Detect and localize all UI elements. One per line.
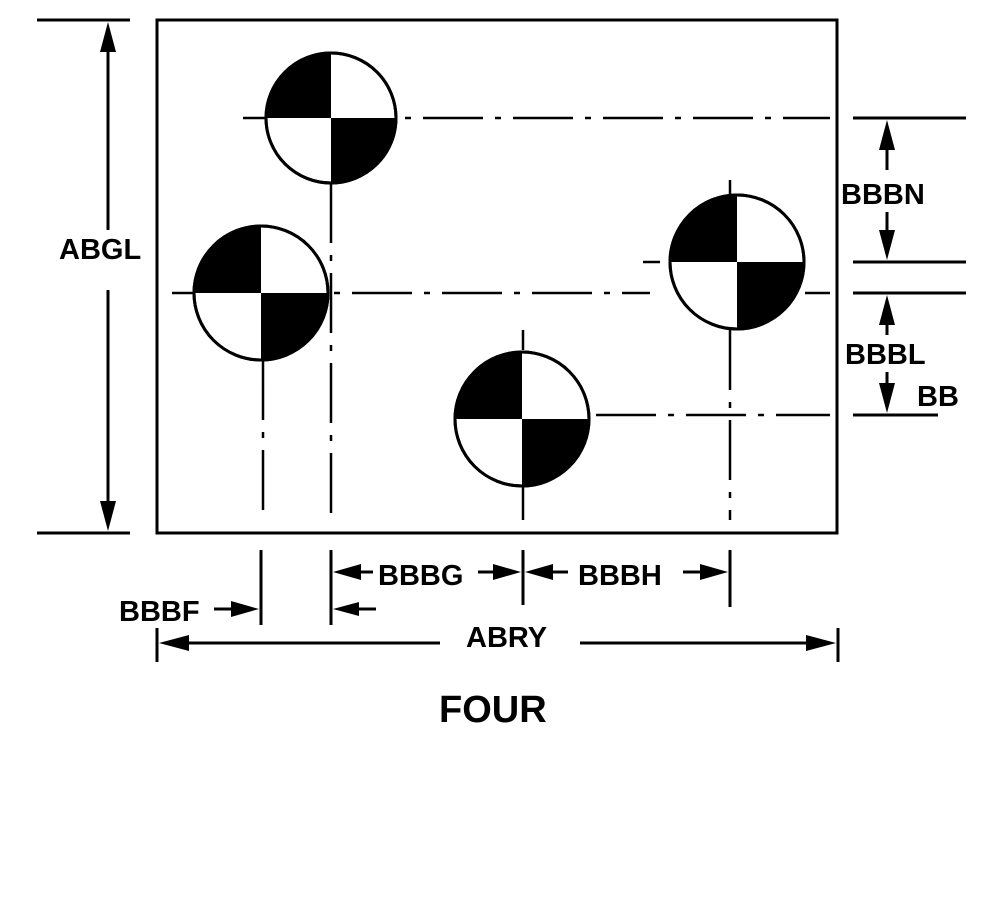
bbbn-dimension [879,120,895,260]
bbbn-label: BBBN [841,179,925,211]
bbbf-label: BBBF [119,596,200,628]
right-extension-lines [853,116,966,417]
cg-symbol-top [264,51,398,185]
bbbh-label: BBBH [578,560,662,592]
abry-dimension [159,635,836,651]
bbbl-dimension [879,295,895,413]
bbbh-dimension [525,564,728,580]
bb-label: BB [917,381,959,413]
plate-outline [155,18,839,535]
bbbf-dimension [214,601,376,617]
cg-symbol-left [192,224,330,362]
bottom-extension-lines [155,550,840,662]
abry-label: ABRY [466,622,547,654]
bbbl-label: BBBL [845,339,926,371]
cg-symbol-right [668,193,806,331]
bbbg-dimension [333,564,521,580]
bbbg-label: BBBG [378,560,463,592]
center-lines [172,116,830,520]
abgl-dimension [37,18,130,535]
diagram-title: FOUR [439,689,547,731]
abgl-label: ABGL [59,234,141,266]
cg-symbol-bottom [453,350,591,488]
